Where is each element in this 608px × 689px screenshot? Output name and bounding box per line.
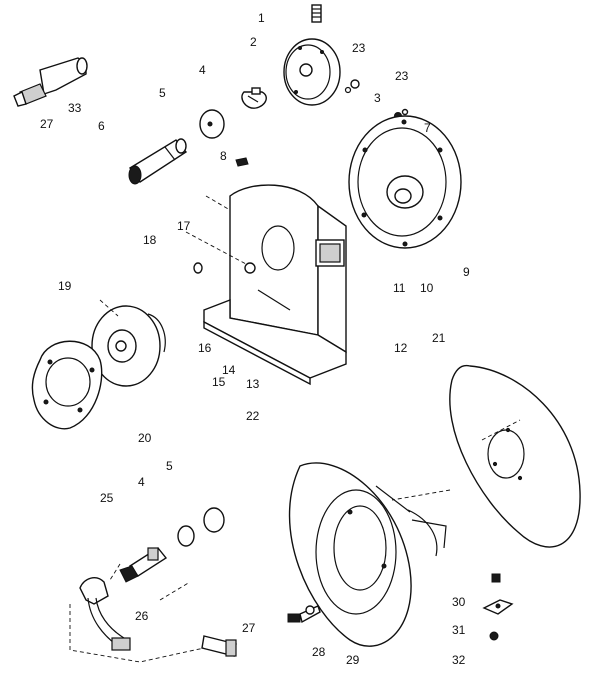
part-21-large-disk	[449, 364, 581, 548]
callout-4-bottom: 4	[138, 475, 145, 489]
callout-4-top: 4	[199, 63, 206, 77]
callout-22: 22	[246, 409, 260, 423]
callout-5-bottom: 5	[166, 459, 173, 473]
assembly-lines	[69, 195, 521, 663]
callout-7: 7	[424, 121, 431, 135]
part-3-nut	[344, 79, 360, 94]
callout-23-top: 23	[352, 41, 366, 55]
part-23-pulley-disk	[283, 38, 341, 106]
part-32-nut	[489, 631, 499, 641]
callout-25: 25	[100, 491, 114, 505]
part-4-clamp-top	[241, 87, 267, 109]
callout-20: 20	[138, 431, 152, 445]
part-31-clip	[482, 599, 514, 615]
callout-26: 26	[135, 609, 149, 623]
part-27-nipple-bottom	[201, 635, 237, 657]
callout-3: 3	[374, 91, 381, 105]
callout-13: 13	[246, 377, 260, 391]
callout-10: 10	[420, 281, 434, 295]
part-28-bolt	[287, 605, 321, 624]
part-4-clamp-bottom	[177, 525, 195, 547]
callout-8: 8	[220, 149, 227, 163]
part-19-drum-plate	[91, 305, 166, 387]
callout-19: 19	[58, 279, 72, 293]
callout-2: 2	[250, 35, 257, 49]
callout-14: 14	[222, 363, 236, 377]
callout-16: 16	[198, 341, 212, 355]
part-9-flange-plate	[348, 115, 462, 249]
callout-28: 28	[312, 645, 326, 659]
callout-17: 17	[177, 219, 191, 233]
part-5-washer-bottom	[203, 507, 225, 533]
callout-11: 11	[393, 281, 406, 295]
part-16-frame-bracket	[203, 184, 347, 386]
callout-31: 31	[452, 623, 466, 637]
part-1-set-screw	[311, 4, 322, 23]
part-18-screw	[193, 262, 203, 274]
part-6-washer	[199, 109, 225, 139]
callout-1: 1	[258, 11, 265, 25]
part-33-swivel-elbow	[13, 57, 88, 107]
part-25-swivel-fitting	[119, 547, 168, 583]
callout-27-bottom: 27	[242, 621, 256, 635]
part-8-bolt	[235, 157, 249, 167]
callout-29: 29	[346, 653, 360, 667]
callout-30: 30	[452, 595, 466, 609]
callout-5-top: 5	[159, 86, 166, 100]
part-26-elbow-hose	[79, 577, 131, 651]
callout-12: 12	[394, 341, 408, 355]
part-5-shaft	[128, 138, 188, 185]
part-29-hose-drum	[288, 462, 447, 647]
part-20-slotted-plate	[31, 340, 103, 430]
callout-18: 18	[143, 233, 157, 247]
callout-32: 32	[452, 653, 466, 667]
part-30-screw	[491, 573, 501, 583]
callout-15: 15	[212, 375, 226, 389]
callout-21: 21	[432, 331, 446, 345]
callout-6: 6	[98, 119, 105, 133]
callout-9: 9	[463, 265, 470, 279]
callout-33: 33	[68, 101, 82, 115]
callout-23-mid: 23	[395, 69, 409, 83]
callout-27-top: 27	[40, 117, 54, 131]
